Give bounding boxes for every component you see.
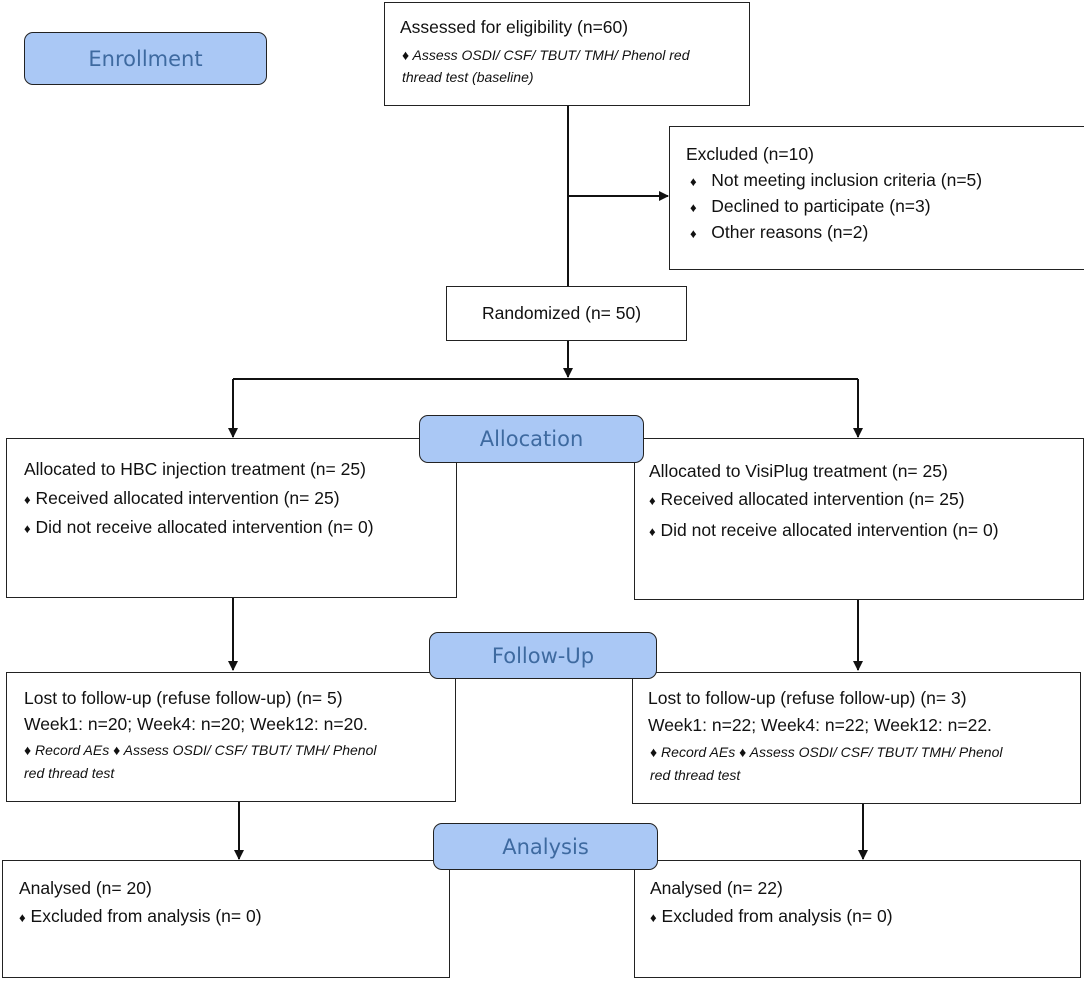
bullet-icon: ♦ (113, 742, 121, 758)
left-analysis-box (2, 860, 450, 978)
right-analysis-item: ♦ Excluded from analysis (n= 0) (650, 906, 893, 926)
excluded-box (669, 126, 1084, 270)
right-allocation-item: ♦ Received allocated intervention (n= 25… (649, 489, 965, 509)
assessed-note-line1: ♦ Assess OSDI/ CSF/ TBUT/ TMH/ Phenol re… (402, 47, 690, 63)
bullet-icon: ♦ (690, 174, 697, 189)
bullet-icon: ♦ (24, 521, 31, 536)
right-followup-lost: Lost to follow-up (refuse follow-up) (n=… (648, 688, 967, 708)
bullet-icon: ♦ (690, 200, 697, 215)
left-analysis-item: ♦ Excluded from analysis (n= 0) (19, 906, 262, 926)
left-analysis-title: Analysed (n= 20) (19, 878, 152, 898)
left-allocation-box (6, 438, 457, 598)
assessed-note-line2: thread test (baseline) (402, 69, 534, 85)
stage-enrollment: Enrollment (24, 32, 267, 85)
bullet-icon: ♦ (649, 493, 656, 508)
right-followup-note1: ♦ Record AEs ♦ Assess OSDI/ CSF/ TBUT/ T… (650, 744, 1003, 760)
right-followup-box (632, 672, 1081, 804)
stage-follow-up: Follow-Up (429, 632, 657, 679)
stage-allocation: Allocation (419, 415, 644, 463)
excluded-item: ♦ Declined to participate (n=3) (690, 196, 931, 216)
right-allocation-item: ♦ Did not receive allocated intervention… (649, 520, 999, 540)
left-allocation-title: Allocated to HBC injection treatment (n=… (24, 459, 366, 479)
bullet-icon: ♦ (24, 742, 32, 758)
bullet-icon: ♦ (649, 524, 656, 539)
excluded-item: ♦ Other reasons (n=2) (690, 222, 869, 242)
right-allocation-box (634, 438, 1084, 600)
randomized-label: Randomized (n= 50) (482, 303, 642, 323)
left-followup-lost: Lost to follow-up (refuse follow-up) (n=… (24, 688, 343, 708)
assessed-box (384, 2, 750, 106)
right-allocation-title: Allocated to VisiPlug treatment (n= 25) (649, 461, 948, 481)
assessed-title: Assessed for eligibility (n=60) (400, 17, 629, 37)
excluded-item: ♦ Not meeting inclusion criteria (n=5) (690, 170, 983, 190)
left-allocation-item: ♦ Received allocated intervention (n= 25… (24, 488, 340, 508)
left-followup-note1: ♦ Record AEs ♦ Assess OSDI/ CSF/ TBUT/ T… (24, 742, 377, 758)
left-followup-note2: red thread test (24, 765, 115, 781)
bullet-icon: ♦ (739, 744, 747, 760)
bullet-icon: ♦ (402, 47, 410, 63)
left-followup-box (6, 672, 456, 802)
left-allocation-item: ♦ Did not receive allocated intervention… (24, 517, 374, 537)
bullet-icon: ♦ (690, 226, 697, 241)
bullet-icon: ♦ (650, 910, 657, 925)
randomized-box (446, 286, 687, 341)
excluded-title: Excluded (n=10) (686, 144, 814, 164)
right-analysis-box (634, 860, 1081, 978)
left-followup-weeks: Week1: n=20; Week4: n=20; Week12: n=20. (24, 714, 368, 734)
bullet-icon: ♦ (650, 744, 658, 760)
stage-analysis: Analysis (433, 823, 658, 870)
right-followup-note2: red thread test (650, 767, 741, 783)
right-analysis-title: Analysed (n= 22) (650, 878, 783, 898)
bullet-icon: ♦ (19, 910, 26, 925)
bullet-icon: ♦ (24, 492, 31, 507)
right-followup-weeks: Week1: n=22; Week4: n=22; Week12: n=22. (648, 715, 992, 735)
